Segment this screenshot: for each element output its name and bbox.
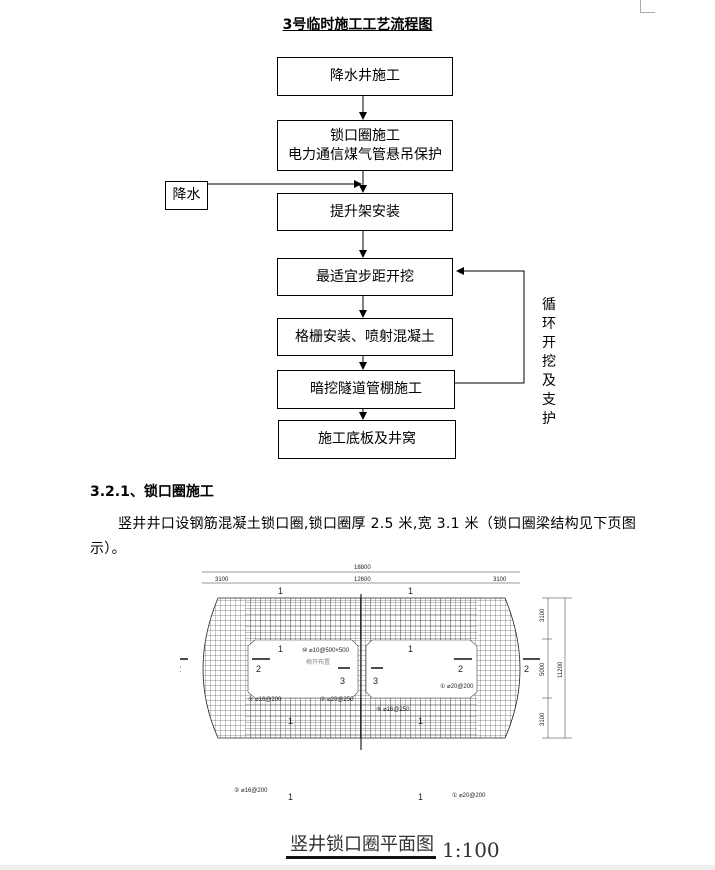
section-mark: 1 <box>288 792 293 802</box>
step-label: 施工底板及井窝 <box>318 431 416 447</box>
section-mark: 2 <box>180 664 181 674</box>
section-mark: 1 <box>278 586 283 596</box>
step-box: 降水井施工 <box>277 57 453 96</box>
left-opening <box>247 639 359 699</box>
step-label: 暗挖隧道管棚施工 <box>310 381 422 397</box>
loop-label: 循环开挖及支护 <box>542 297 556 427</box>
dim-right-bottom: 3100 <box>540 712 546 726</box>
page-bottom-edge <box>0 865 715 870</box>
step-label: 最适宜步距开挖 <box>316 268 414 285</box>
dim-right: 3100 <box>493 577 507 583</box>
section-mark: 3 <box>340 676 345 686</box>
dim-middle: 12600 <box>354 577 371 583</box>
flowchart-title: 3号临时施工工艺流程图 <box>282 17 433 33</box>
section-mark: 1 <box>418 716 423 726</box>
dim-right-top: 3100 <box>540 608 546 622</box>
section-paragraph: 竖井井口设钢筋混凝土锁口圈,锁口圈厚 2.5 米,宽 3.1 米（锁口圈梁结构见… <box>90 516 637 557</box>
rebar-label: ② ⌀16@200 <box>248 696 282 703</box>
drawing-scale: 1:100 <box>442 838 500 862</box>
rebar-label: ② ⌀16@200 <box>234 787 268 794</box>
section-mark: 1 <box>278 644 283 654</box>
rebar-label: ⑩ ⌀10@500×500 <box>302 647 350 654</box>
dim-total: 18800 <box>354 565 371 571</box>
side-input-box: 降水 <box>165 181 208 210</box>
lock-ring-plan-drawing: 18800 3100 12600 3100 3100 5000 3100 112… <box>180 565 572 802</box>
section-mark: 1 <box>418 792 423 802</box>
step-box: 提升架安装 <box>277 193 453 231</box>
section-mark: 3 <box>373 676 378 686</box>
section-mark: 1 <box>408 644 413 654</box>
caption-underline <box>286 856 436 859</box>
dim-left: 3100 <box>215 577 229 583</box>
step-label: 降水井施工 <box>330 68 400 84</box>
side-input-label: 降水 <box>172 187 201 203</box>
drawing-caption: 竖井锁口圈平面图 <box>290 834 434 855</box>
step-box: 格栅安装、喷射混凝土 <box>277 318 453 356</box>
flowchart-connectors <box>208 96 525 420</box>
rebar-label: ⑨ ⌀16@250 <box>376 706 410 713</box>
section-mark: 2 <box>524 664 529 674</box>
section-mark: 1 <box>408 586 413 596</box>
step-box: 锁口圈施工电力通信煤气管悬吊保护 <box>277 120 453 171</box>
step-label: 电力通信煤气管悬吊保护 <box>288 146 442 163</box>
dim-right-total: 11200 <box>558 661 564 678</box>
loop-arrow <box>455 267 525 384</box>
section-mark: 1 <box>288 716 293 726</box>
rebar-label: ① ⌀20@200 <box>452 792 486 799</box>
rebar-note: 梅开布置 <box>306 658 330 666</box>
step-label: 提升架安装 <box>330 203 400 220</box>
page-corner-mark <box>640 0 655 13</box>
section-heading: 3.2.1、锁口圈施工 <box>90 484 214 500</box>
step-label: 格栅安装、喷射混凝土 <box>295 328 435 345</box>
section-mark: 2 <box>458 664 463 674</box>
dim-right-middle: 5000 <box>540 662 546 676</box>
rebar-label: ① ⌀20@200 <box>440 683 474 690</box>
rebar-label: ② ⌀20@250 <box>320 696 354 703</box>
section-mark: 2 <box>256 664 261 674</box>
step-box: 暗挖隧道管棚施工 <box>277 370 455 409</box>
step-label: 锁口圈施工 <box>330 127 400 144</box>
step-box: 最适宜步距开挖 <box>277 258 453 296</box>
right-opening <box>365 639 478 699</box>
step-box: 施工底板及井窝 <box>278 420 456 459</box>
